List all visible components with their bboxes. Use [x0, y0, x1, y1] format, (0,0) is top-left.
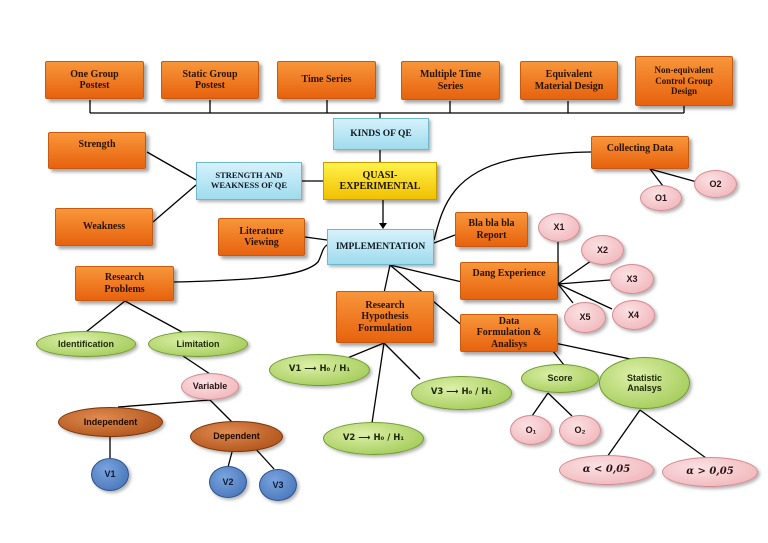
v2-node: V2: [209, 466, 247, 498]
strength-box: Strength: [48, 132, 146, 169]
weakness-box: Weakness: [55, 208, 153, 246]
o1-collecting-node: O1: [640, 185, 682, 211]
collecting-data-box: Collecting Data: [591, 136, 689, 169]
x1-node: X1: [538, 213, 580, 242]
quasi-experimental-box: QUASI-EXPERIMENTAL: [323, 162, 437, 200]
statistic-analysis-node: Statistic Analsys: [599, 357, 690, 409]
x5-node: X5: [564, 302, 606, 333]
alpha-less-node: α < 0,05: [559, 455, 654, 485]
dependent-node: Dependent: [190, 421, 283, 452]
bla-report-box: Bla bla bla Report: [455, 212, 528, 247]
kind-time-series: Time Series: [277, 61, 376, 99]
kind-nonequivalent-control-group: Non-equivalent Control Group Design: [635, 56, 733, 106]
kinds-of-qe-box: KINDS OF QE: [333, 118, 429, 150]
implementation-box: IMPLEMENTATION: [327, 229, 434, 265]
kind-static-group-posttest: Static Group Postest: [161, 61, 259, 99]
limitation-node: Limitation: [148, 331, 248, 357]
data-formulation-box: Data Formulation & Analisys: [460, 314, 558, 352]
strength-weakness-box: STRENGTH AND WEAKNESS OF QE: [196, 162, 302, 200]
identification-node: Identification: [36, 331, 136, 357]
hypothesis-v3-node: V3 ⟶ H₀ / H₁: [411, 376, 512, 410]
x2-node: X2: [581, 235, 624, 265]
research-problems-box: Research Problems: [75, 266, 174, 301]
score-node: Score: [521, 364, 599, 393]
alpha-greater-node: α > 0,05: [662, 457, 758, 487]
variable-node: Variable: [181, 373, 239, 400]
kind-multiple-time-series: Multiple Time Series: [401, 61, 500, 100]
kind-one-group-posttest: One Group Postest: [45, 61, 144, 99]
o2-score-node: O₂: [559, 415, 601, 446]
hypothesis-v1-node: V1 ⟶ H₀ / H₁: [269, 354, 370, 386]
v1-node: V1: [91, 458, 129, 491]
dang-experience-box: Dang Experience: [460, 262, 558, 300]
x4-node: X4: [612, 300, 655, 330]
literature-viewing-box: Literature Viewing: [218, 218, 305, 256]
hypothesis-v2-node: V2 ⟶ H₀ / H₁: [323, 422, 424, 455]
x3-node: X3: [610, 264, 654, 294]
research-hypothesis-box: Research Hypothesis Formulation: [336, 291, 434, 343]
kind-equivalent-material-design: Equivalent Material Design: [520, 61, 618, 100]
independent-node: Independent: [58, 407, 163, 437]
o2-collecting-node: O2: [694, 170, 737, 198]
v3-node: V3: [259, 469, 297, 501]
o1-score-node: O₁: [510, 415, 552, 445]
